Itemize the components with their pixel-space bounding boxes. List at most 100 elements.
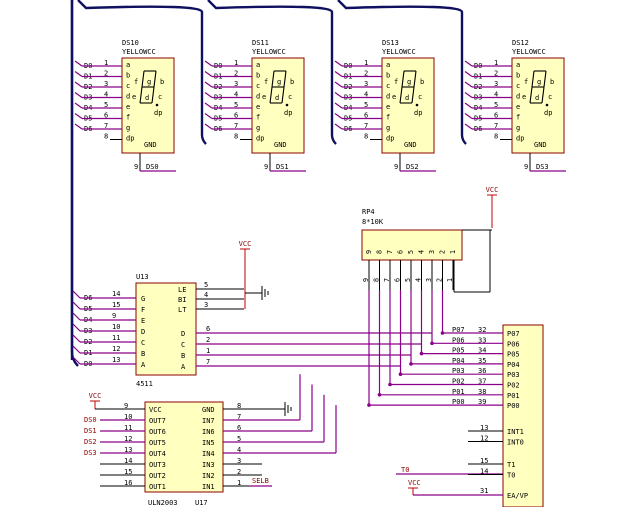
mcu-int-pin: INT0	[507, 439, 524, 447]
u13-left-pin-num: 9	[112, 312, 116, 320]
display-segment-pin: e	[386, 103, 390, 111]
u13-left-pin-num: 10	[112, 323, 120, 331]
display-pin-number: 2	[104, 70, 108, 78]
u17-vcc-label: VCC	[89, 392, 102, 400]
display-pin-number: 4	[234, 91, 238, 99]
display-segment-pin: e	[126, 103, 130, 111]
bus-entry	[204, 92, 213, 98]
u17-left-pin-num: 15	[124, 468, 132, 476]
u17-right-pin: IN6	[202, 428, 215, 436]
mcu-port-pin: P01	[507, 392, 520, 400]
glyph-letter-d: d	[145, 94, 149, 102]
glyph-letter-f: f	[524, 78, 528, 86]
glyph-letter-c: c	[158, 93, 162, 101]
rp4-ref: RP4	[362, 208, 375, 216]
u13-bus-entry	[72, 312, 81, 321]
display-segment-pin: e	[256, 103, 260, 111]
display-segment-pin: a	[126, 61, 130, 69]
display-pin-number: 2	[234, 70, 238, 78]
mcu-t-pin: T1	[507, 461, 515, 469]
seg-dp	[155, 103, 159, 107]
u17-right-pin: IN4	[202, 450, 215, 458]
u17-right-pin: GND	[202, 406, 215, 414]
mcu-ea-pin: EA/VP	[507, 492, 528, 500]
u17-left-pin-num: 12	[124, 435, 132, 443]
u17-right-pin: IN3	[202, 461, 215, 469]
display-net: DS2	[406, 163, 419, 171]
display-pin-number: 3	[364, 80, 368, 88]
bus-entry	[334, 123, 343, 130]
glyph-letter-f: f	[264, 78, 268, 86]
u13-body	[135, 282, 197, 376]
u17-right-pin-num: 5	[237, 435, 241, 443]
mcu-port-net: P01	[452, 388, 465, 396]
display-net: DS3	[536, 163, 549, 171]
display-segment-pin: b	[386, 72, 390, 80]
display-pin-number: 6	[104, 112, 108, 120]
u13-right-pin: A	[181, 363, 186, 371]
rp4-pin-outer: 4	[415, 278, 423, 282]
seg-b	[413, 70, 417, 88]
mcu-t-pin-num: 14	[480, 468, 488, 476]
seg-f	[401, 70, 405, 88]
u17-ref: U17	[195, 499, 208, 507]
mcu-port-pin: P03	[507, 371, 520, 379]
rp4-pin-outer: 2	[436, 278, 444, 282]
junction-dot	[419, 351, 424, 356]
glyph-letter-e: e	[262, 93, 266, 101]
bus-entry	[74, 92, 83, 98]
glyph-letter-g: g	[147, 78, 151, 86]
bus-entry	[464, 92, 473, 98]
seg-f	[271, 70, 275, 88]
u13-right-pin-num: 7	[206, 358, 210, 366]
bus-entry	[74, 81, 83, 88]
u17-right-pin-num: 3	[237, 457, 241, 465]
glyph-letter-b: b	[420, 78, 424, 86]
display-segment-pin: a	[516, 61, 520, 69]
u17-left-pin: OUT1	[149, 483, 166, 491]
mcu-port-net: P02	[452, 378, 465, 386]
u17-left-pin: OUT2	[149, 472, 166, 480]
u13-ctrl-pin: LE	[178, 286, 186, 294]
u17-right-pin: IN5	[202, 439, 215, 447]
mcu-port-net: P04	[452, 357, 465, 365]
display-pin-number: 4	[104, 91, 108, 99]
u17-right-pin: IN1	[202, 483, 215, 491]
display-pin-number: 6	[364, 112, 368, 120]
u17-right-net: SELB	[252, 477, 269, 485]
rp4-pin-inner: 5	[407, 250, 415, 254]
mcu-int-pin-num: 13	[480, 424, 488, 432]
bus-entry	[464, 113, 473, 119]
data-bus-1	[77, 0, 207, 145]
mcu-port-pin: P05	[507, 351, 520, 359]
mcu-port-pin-num: 33	[478, 336, 486, 344]
u17-left-net: DS0	[84, 416, 97, 424]
mcu-port-pin-num: 38	[478, 388, 486, 396]
u17-right-pin-num: 4	[237, 446, 241, 454]
display-body	[511, 57, 565, 154]
rp4-pin-inner: 3	[428, 250, 436, 254]
u17-right-pin-num: 2	[237, 468, 241, 476]
display-segment-pin: dp	[126, 135, 134, 143]
bus-entry	[74, 113, 83, 119]
data-bus-3	[337, 0, 467, 145]
display-pin-number: 2	[364, 70, 368, 78]
display-gnd-pin: 9	[264, 163, 268, 171]
display-part: YELLOWCC	[252, 48, 286, 56]
glyph-letter-g: g	[537, 78, 541, 86]
display-segment-pin: d	[126, 93, 130, 101]
rp4-pin-outer: 5	[404, 278, 412, 282]
glyph-letter-c: c	[288, 93, 292, 101]
display-pin-number: 1	[364, 59, 368, 67]
u13-left-pin: A	[141, 361, 146, 369]
mcu-ea-pin-num: 31	[480, 487, 488, 495]
u13-bus-entry	[72, 301, 81, 310]
u17-left-pin-num: 14	[124, 457, 132, 465]
u13-left-pin-num: 14	[112, 290, 120, 298]
u17-left-pin: OUT7	[149, 417, 166, 425]
seg-b	[283, 70, 287, 88]
display-pin-number: 8	[494, 133, 498, 141]
display-part: YELLOWCC	[382, 48, 416, 56]
mcu-port-pin: P06	[507, 340, 520, 348]
display-gnd-pin: 9	[524, 163, 528, 171]
